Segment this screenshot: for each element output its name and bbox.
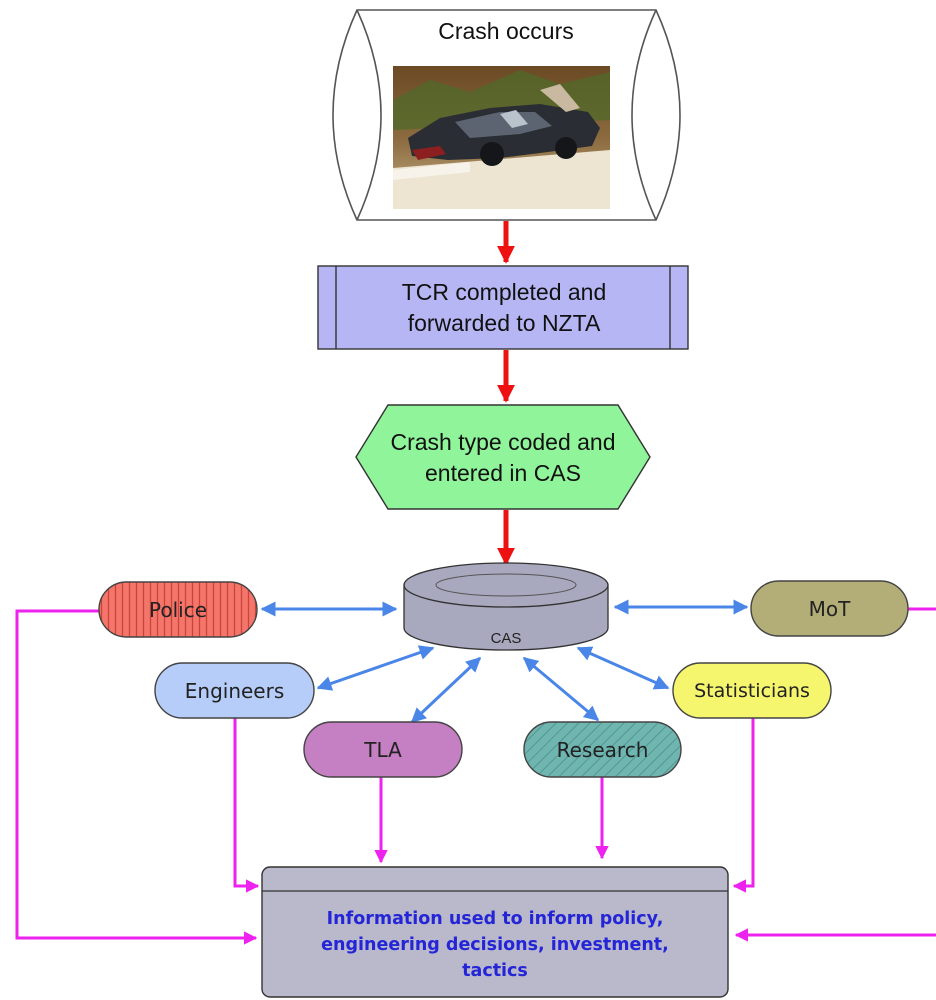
tla-node: [303, 721, 463, 778]
police-node: [98, 581, 258, 638]
research-label: Research: [556, 737, 649, 762]
tcr-text: TCR completed and forwarded to NZTA: [401, 279, 607, 336]
statisticians-label: Statisticians: [694, 679, 810, 702]
arrow-engineers-cas: [316, 645, 435, 691]
cas-label: CAS: [490, 629, 522, 647]
research-node: [523, 721, 682, 778]
engineers-label: Engineers: [184, 678, 285, 703]
cas-database: [403, 562, 609, 651]
arrow-tla-cas: [410, 656, 482, 724]
exchange-arrows: [260, 599, 749, 724]
statisticians-node: [672, 662, 832, 719]
crash-occurs-title: Crash occurs: [438, 17, 574, 44]
tla-label: TLA: [364, 737, 402, 762]
police-label: Police: [149, 597, 207, 622]
crash-coded-hexagon: [355, 404, 651, 510]
line-statisticians-to-outcome: [732, 718, 755, 893]
line-engineers-to-outcome: [233, 718, 260, 893]
engineers-node: [154, 662, 315, 719]
outcome-box: [261, 866, 729, 998]
arrow-statisticians-cas: [576, 646, 670, 690]
arrow-research-cas: [522, 656, 600, 722]
crash-photo: [393, 66, 610, 209]
information-lines: [15, 607, 936, 945]
mot-label: MoT: [808, 596, 851, 621]
crash-coded-text: Crash type coded and entered in CAS: [390, 428, 616, 486]
outcome-text: Information used to inform policy, engin…: [321, 909, 669, 981]
mot-node: [750, 580, 909, 637]
tcr-box: [317, 265, 689, 350]
line-police-to-outcome: [15, 609, 258, 945]
